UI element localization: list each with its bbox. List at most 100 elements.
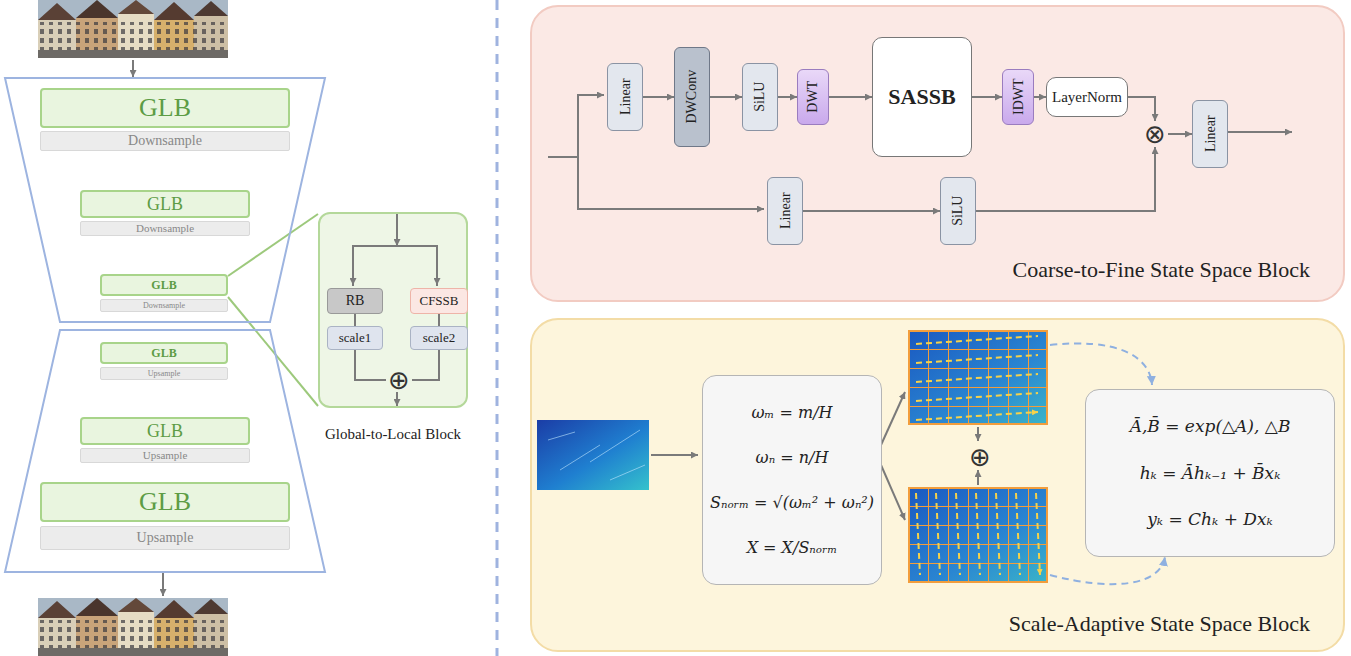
node-label: ωₙ = n/H [756,449,829,467]
heatmap [537,420,649,490]
node-label: CFSSB [419,294,458,308]
node-label: Ā,B̄ = exp(△A), △B [1130,417,1291,436]
scan-link [1050,343,1152,385]
connector [354,314,356,326]
layer-box: DWConv [674,47,710,147]
block-panel: Global-to-Local BlockRBCFSSBscale1scale2… [318,212,468,408]
scale-box: scale2 [410,326,468,350]
flow-arrow [132,60,134,77]
node-label: X = X/Sₙₒᵣₘ [747,539,838,557]
downsample-box: Downsample [40,131,290,151]
glb-box: GLB [40,482,290,522]
node-label: hₖ = Āhₖ₋₁ + B̄xₖ [1140,464,1281,483]
node-label: Linear [777,193,792,230]
scan-arrow [916,493,1040,575]
row-scan-grid [908,330,1048,425]
node-label: SiLU [950,196,965,226]
layer-box: LayerNorm [1046,77,1128,117]
upsample-box: Upsample [40,526,290,550]
node-label: DWT [805,81,820,113]
block-panel: Coarse-to-Fine State Space Block Linear DW… [530,5,1345,302]
grid-cells [908,330,1048,425]
layer-box: Linear [607,63,643,131]
node-label: DWConv [684,70,699,124]
node-label: ⊗ [1144,121,1166,147]
node-label: RB [346,293,365,308]
glb-box: GLB [100,342,228,364]
node-label: scale1 [339,331,371,345]
connector [355,350,386,380]
block-title: Coarse-to-Fine State Space Block [532,257,1343,283]
input-photo [38,0,228,58]
process-box: CFSSB [410,288,468,314]
split-arrow [352,247,354,285]
grid-border [909,331,1047,424]
node-label: ⊕ [388,367,410,393]
add-symbol: ⊕ [386,367,412,393]
wavelet-box: IDWT [1002,69,1034,125]
node-label: Sₙₒᵣₘ = √(ωₘ² + ωₙ²) [710,494,874,512]
connector [972,96,1002,98]
flow-arrow [651,454,698,456]
node-label: ωₘ = m/H [752,404,833,422]
upsample-box: Upsample [80,448,250,463]
grid-border [909,488,1047,582]
connector [803,210,940,212]
grid-image [908,330,1048,425]
node-label: LayerNorm [1052,89,1122,106]
node-label: Upsample [148,370,180,378]
merge-arrow [977,470,979,485]
node-label: SiLU [752,82,767,112]
connector [1168,133,1192,135]
connector [710,96,742,98]
node-label: GLB [147,422,183,440]
node-label: Upsample [143,450,188,461]
layer-box: Linear [1192,100,1228,168]
node-label: Downsample [136,223,194,234]
zoom-line [228,214,318,276]
heatmap-streak [548,430,645,480]
process-box: RB [327,288,383,314]
wavelet-box: DWT [797,69,829,125]
connector [778,96,797,98]
glb-box: GLB [40,88,290,128]
module-box: SASSB [872,37,972,157]
glb-box: GLB [100,274,228,296]
split-arrow [577,208,764,210]
encoder-outline [5,78,325,322]
flow-arrow [881,465,905,520]
block-title: Scale-Adaptive State Space Block [532,611,1343,637]
node-label: scale2 [423,331,455,345]
add-symbol: ⊕ [967,444,993,470]
merge-arrow [977,427,979,441]
layer-box: SiLU [940,177,976,245]
node-label: GLB [139,95,191,121]
connector [1128,97,1155,121]
scan-link [1050,557,1165,584]
connector [412,350,439,380]
glb-box: GLB [80,417,250,445]
split-arrow [436,247,438,285]
connector [438,314,440,326]
flow-arrow [881,392,905,445]
node-label: GLB [147,195,183,213]
formula-box: Ā,B̄ = exp(△A), △Bhₖ = Āhₖ₋₁ + B̄xₖyₖ = … [1085,389,1335,557]
flow-arrow [162,573,164,596]
glb-box: GLB [80,190,250,218]
layer-box: SiLU [742,63,778,131]
grid-image [908,487,1048,583]
layer-box: Linear [767,177,803,245]
scale-box: scale1 [327,326,383,350]
output-arrow [1227,131,1292,133]
divider [496,0,499,656]
node-label: GLB [151,347,176,359]
connector [643,96,674,98]
node-label: Downsample [128,134,202,148]
block-title: Global-to-Local Block [320,426,466,443]
connector [1034,96,1046,98]
upsample-box: Upsample [100,367,228,380]
node-label: GLB [151,279,176,291]
node-label: ⊕ [969,444,991,470]
column-scan-grid [908,487,1048,583]
